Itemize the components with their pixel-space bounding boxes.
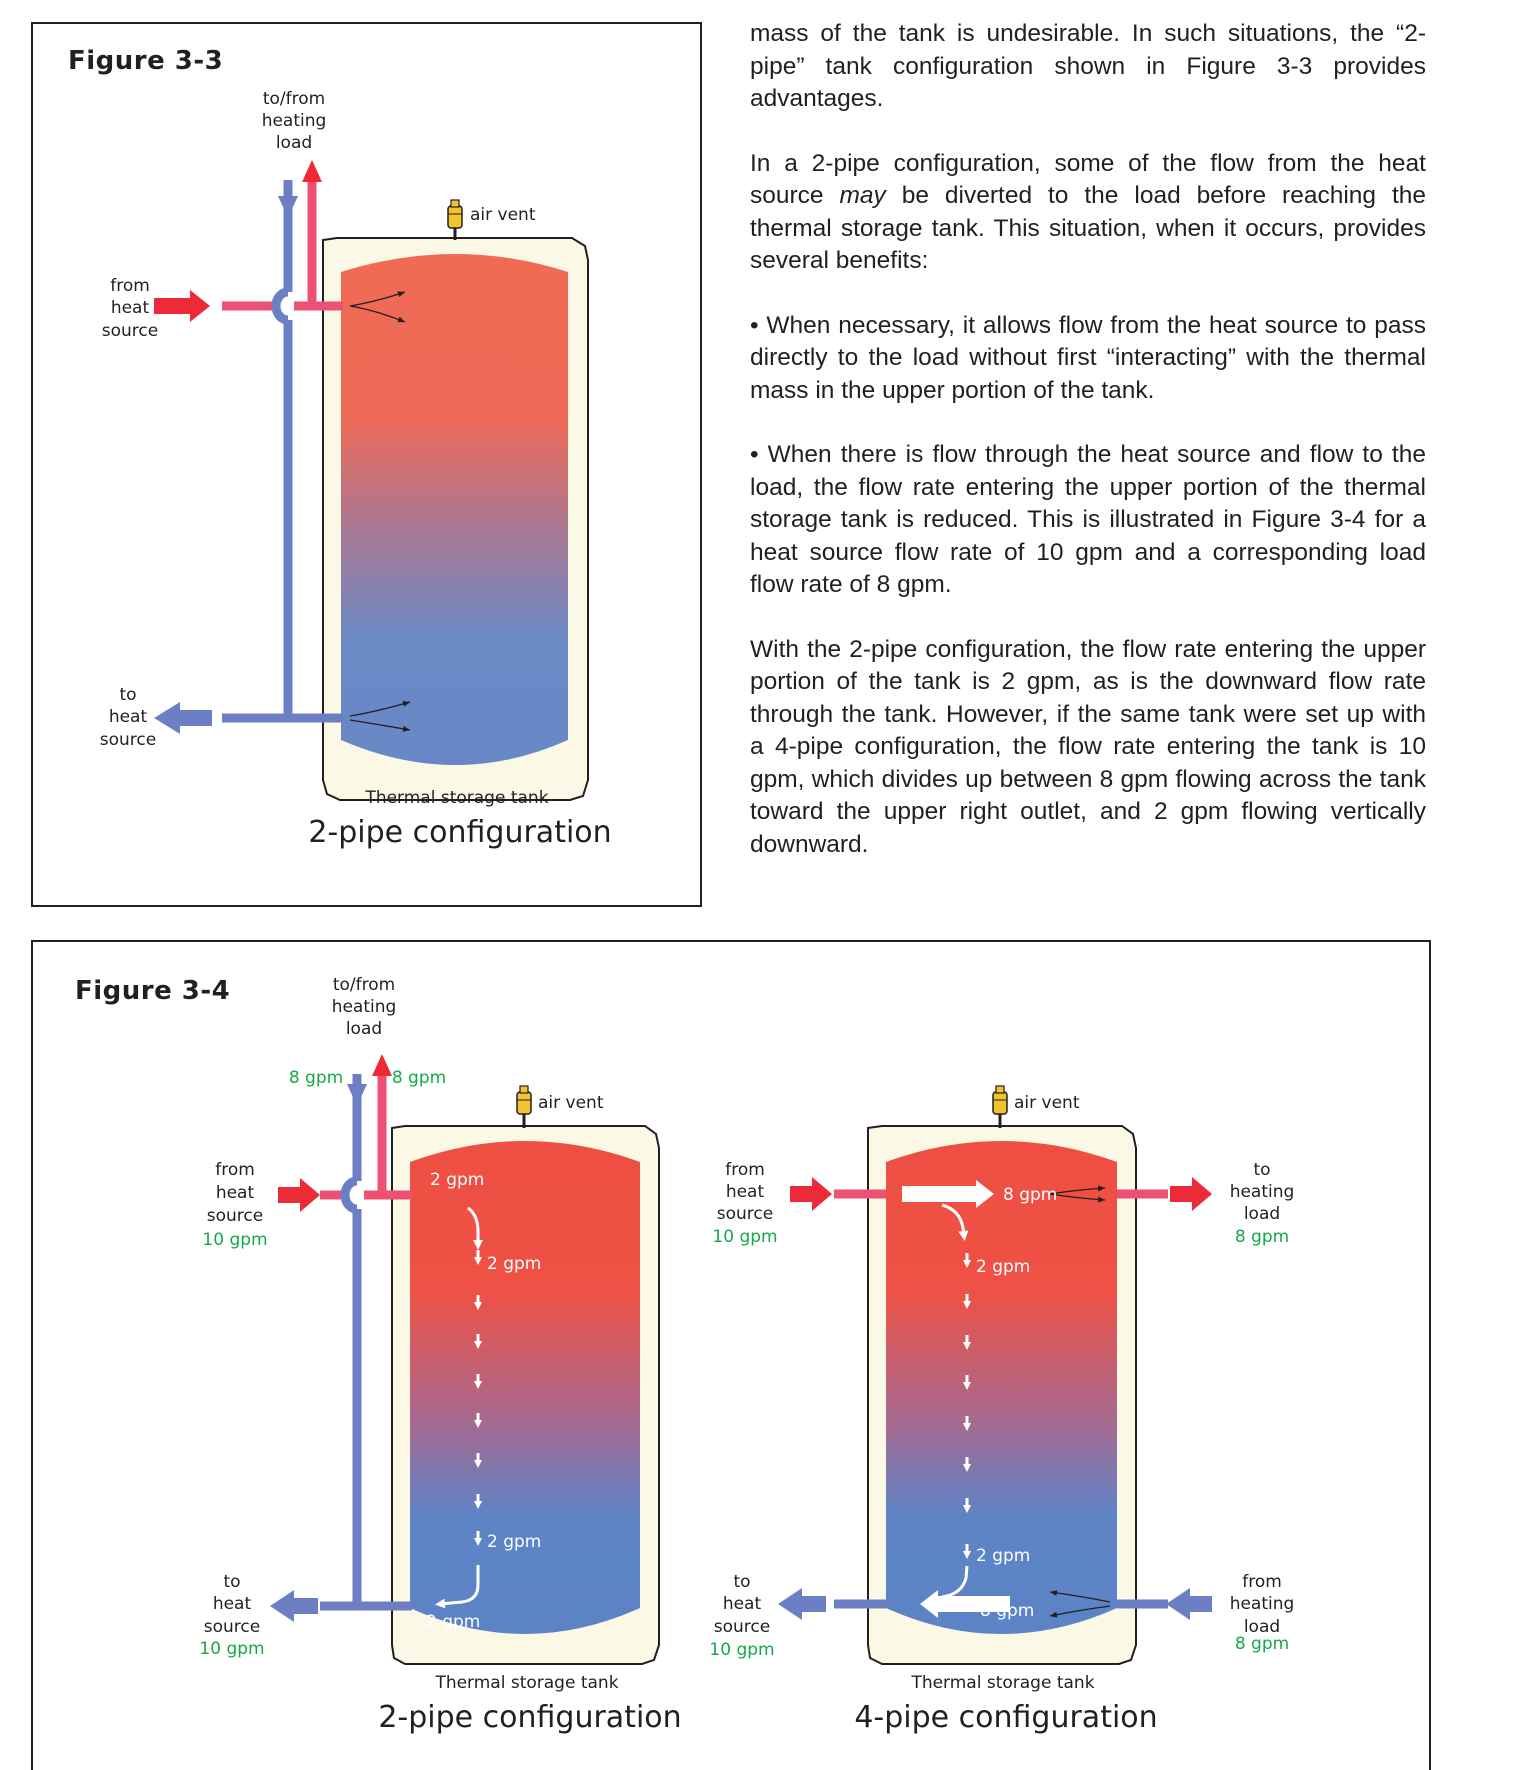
paragraph-3: • When necessary, it allows flow from th… xyxy=(750,311,1426,404)
fig34-right-air-vent-label: air vent xyxy=(1014,1093,1080,1113)
svg-text:to/from: to/from xyxy=(263,89,325,109)
svg-text:load: load xyxy=(1244,1204,1280,1224)
svg-text:from: from xyxy=(110,276,150,296)
svg-text:heat: heat xyxy=(216,1183,255,1203)
fig34-left-air-vent-label: air vent xyxy=(538,1093,604,1113)
fig34-right-tank xyxy=(867,1125,1137,1665)
figure-3-4-title: Figure 3-4 xyxy=(75,976,231,1006)
svg-text:load: load xyxy=(276,133,312,153)
paragraph-1: mass of the tank is undesirable. In such… xyxy=(750,20,1426,112)
fig34-left-to-source-label: to heat source 10 gpm xyxy=(199,1572,264,1659)
svg-text:heat: heat xyxy=(726,1182,765,1202)
paragraph-4: • When there is flow through the heat so… xyxy=(750,441,1426,598)
svg-text:heat: heat xyxy=(109,707,148,727)
svg-text:10 gpm: 10 gpm xyxy=(712,1227,777,1247)
svg-text:source: source xyxy=(714,1617,770,1637)
svg-text:8 gpm: 8 gpm xyxy=(1235,1634,1289,1654)
fig34-left-tank-label: Thermal storage tank xyxy=(434,1673,618,1693)
fig33-air-vent-icon xyxy=(447,199,463,240)
fig34-left-outflow: 2 gpm xyxy=(426,1612,480,1632)
svg-text:heating: heating xyxy=(1230,1594,1295,1614)
svg-text:8 gpm: 8 gpm xyxy=(1235,1227,1289,1247)
svg-text:from: from xyxy=(215,1160,255,1180)
fig34-right-flow-labels: 8 gpm 2 gpm 2 gpm 8 gpm xyxy=(976,1185,1057,1621)
fig33-air-vent-label: air vent xyxy=(470,205,536,225)
article-body: mass of the tank is undesirable. In such… xyxy=(750,18,1426,893)
svg-text:heat: heat xyxy=(111,298,150,318)
fig34-left-down-bottom: 2 gpm xyxy=(487,1532,541,1552)
paragraph-5: With the 2-pipe configuration, the flow … xyxy=(750,635,1426,858)
svg-text:load: load xyxy=(346,1019,382,1039)
fig34-left-caption: 2-pipe configuration xyxy=(378,1700,681,1735)
fig33-tank-label: Thermal storage tank xyxy=(364,788,548,808)
svg-text:to: to xyxy=(733,1572,750,1592)
svg-text:heating: heating xyxy=(332,997,397,1017)
svg-text:from: from xyxy=(1242,1572,1282,1592)
fig33-to-source-label: to heat source xyxy=(100,685,156,750)
fig34-left-load-up-flow: 8 gpm xyxy=(392,1068,446,1088)
paragraph-2-end: be diverted to the load before reaching … xyxy=(750,182,1427,274)
svg-text:source: source xyxy=(207,1206,263,1226)
svg-text:to/from: to/from xyxy=(333,975,395,995)
svg-text:source: source xyxy=(204,1617,260,1637)
fig34-right-from-source-label: from heat source 10 gpm xyxy=(712,1160,777,1247)
fig34-left-inflow: 2 gpm xyxy=(430,1170,484,1190)
svg-text:heating: heating xyxy=(262,111,327,131)
fig34-right-down-bottom: 2 gpm xyxy=(976,1546,1030,1566)
svg-text:source: source xyxy=(717,1204,773,1224)
paragraph-2-emphasis: may xyxy=(839,182,886,209)
fig33-load-label: to/from heating load xyxy=(262,89,327,153)
figure-3-4-frame xyxy=(31,940,1431,1770)
svg-text:load: load xyxy=(1244,1617,1280,1637)
fig33-tank xyxy=(322,237,589,801)
svg-text:source: source xyxy=(100,730,156,750)
svg-text:to: to xyxy=(119,685,136,705)
svg-text:10 gpm: 10 gpm xyxy=(199,1639,264,1659)
fig34-left-from-source-label: from heat source 10 gpm xyxy=(202,1160,267,1250)
fig34-left-tank xyxy=(391,1125,660,1665)
paragraph-2: In a 2-pipe configuration, some of the f… xyxy=(750,148,1426,278)
svg-text:to: to xyxy=(1253,1160,1270,1180)
fig34-left-down-top: 2 gpm xyxy=(487,1254,541,1274)
fig34-left-flow-labels: 2 gpm 2 gpm 2 gpm 2 gpm xyxy=(426,1170,541,1632)
fig34-right-down-top: 2 gpm xyxy=(976,1257,1030,1277)
figure-3-3-title: Figure 3-3 xyxy=(68,46,224,76)
fig34-left-load-label: to/from heating load xyxy=(332,975,397,1039)
fig34-right-to-load-label: to heating load 8 gpm xyxy=(1230,1160,1295,1247)
svg-text:from: from xyxy=(725,1160,765,1180)
figure-3-4-diagram: air vent xyxy=(199,975,1295,1735)
fig33-caption: 2-pipe configuration xyxy=(308,815,611,850)
svg-text:to: to xyxy=(223,1572,240,1592)
paragraph-2-start: In a 2-pipe configuration, some of the f… xyxy=(750,149,1426,210)
figure-3-3-frame xyxy=(31,22,702,907)
svg-text:heating: heating xyxy=(1230,1182,1295,1202)
fig34-left-internal-flow xyxy=(435,1206,483,1609)
svg-text:10 gpm: 10 gpm xyxy=(709,1640,774,1660)
fig34-left-piping xyxy=(270,1054,412,1622)
svg-text:heat: heat xyxy=(213,1594,252,1614)
svg-text:heat: heat xyxy=(723,1594,762,1614)
fig34-left-load-down-flow: 8 gpm xyxy=(289,1068,343,1088)
fig34-right-from-load-label: from heating load 8 gpm xyxy=(1230,1572,1295,1654)
fig34-left-air-vent-icon xyxy=(516,1085,532,1128)
fig34-right-caption: 4-pipe configuration xyxy=(854,1700,1157,1735)
fig33-from-source-label: from heat source xyxy=(102,276,158,341)
figure-3-3-diagram: air vent to/f xyxy=(100,89,612,850)
fig34-right-to-source-label: to heat source 10 gpm xyxy=(709,1572,774,1660)
fig34-right-tank-label: Thermal storage tank xyxy=(910,1673,1094,1693)
fig33-piping xyxy=(154,160,411,734)
fig34-right-air-vent-icon xyxy=(992,1085,1008,1128)
fig34-right-across-top: 8 gpm xyxy=(1003,1185,1057,1205)
fig34-right-internal-flow xyxy=(902,1180,1010,1618)
svg-text:source: source xyxy=(102,321,158,341)
fig34-right-across-bottom: 8 gpm xyxy=(980,1601,1034,1621)
svg-text:10 gpm: 10 gpm xyxy=(202,1230,267,1250)
fig34-right-piping xyxy=(778,1177,1212,1620)
